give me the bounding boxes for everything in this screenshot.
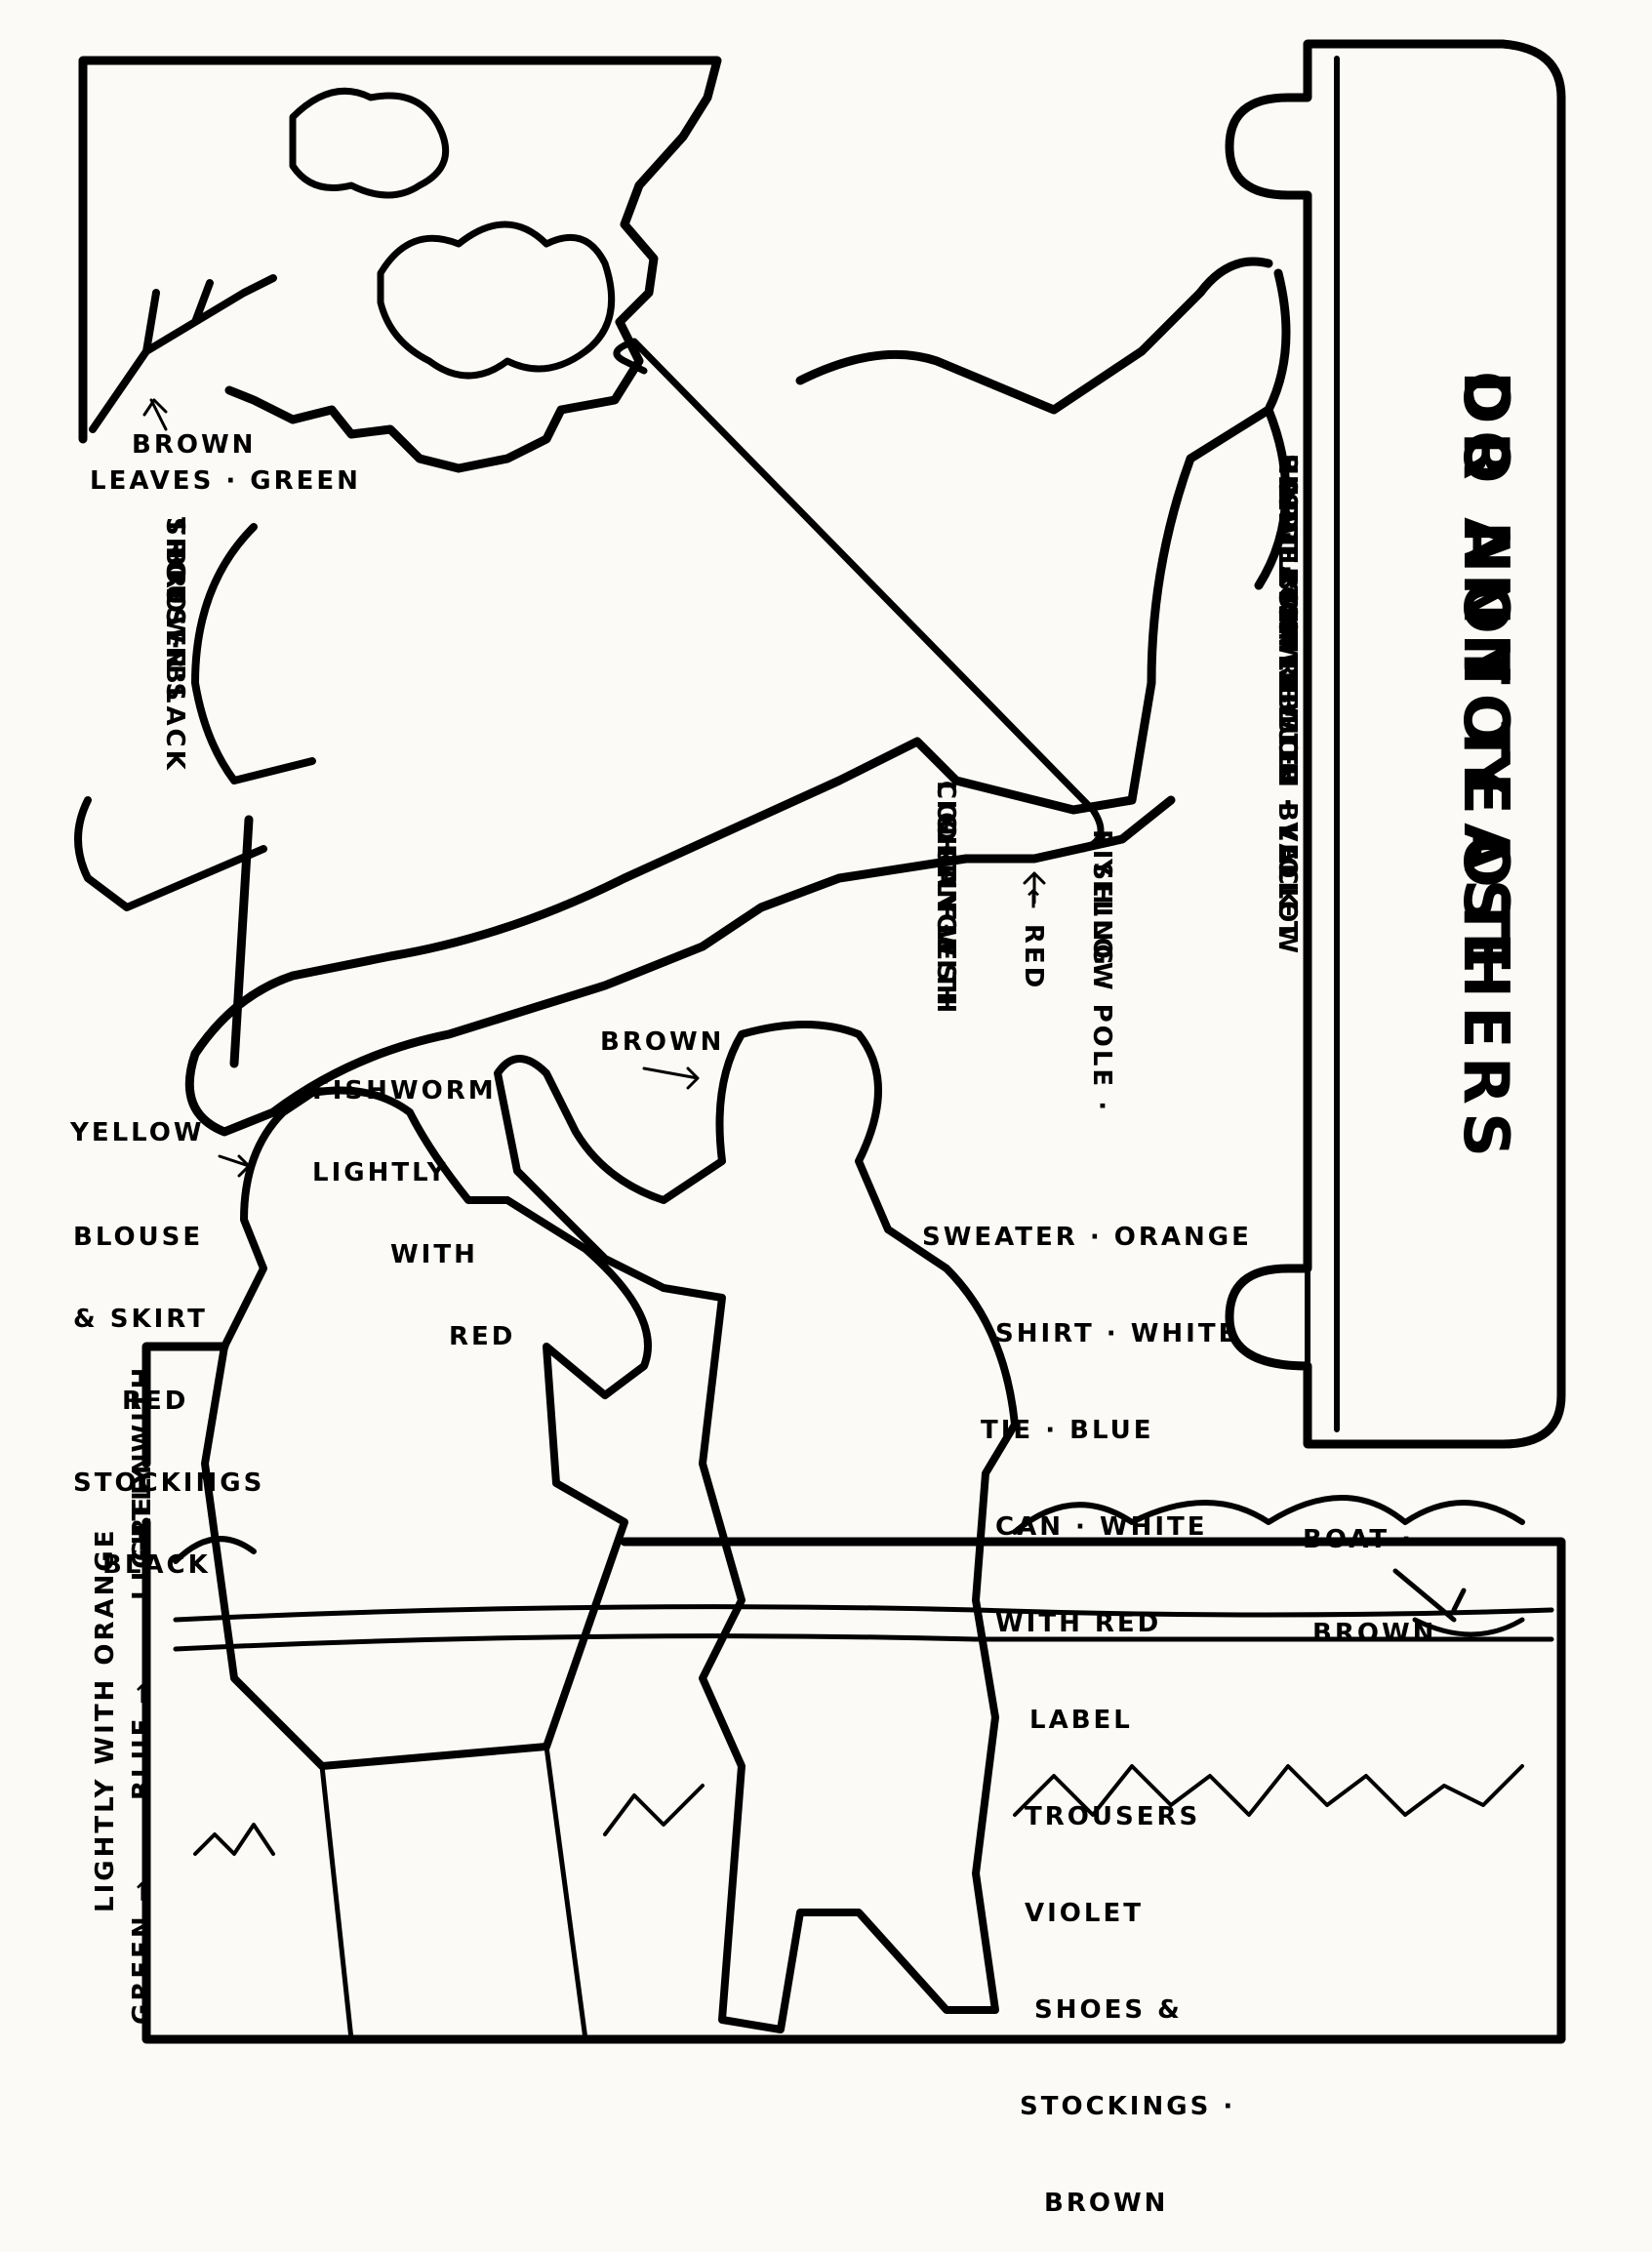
boat-note: BOAT · BROWN [1303, 1462, 1436, 1680]
boy-shoes-3: BROWN [1044, 2189, 1169, 2218]
boy-can-3: LABEL [1029, 1706, 1133, 1735]
boy-hair-note: BROWN [600, 1027, 725, 1057]
side-blue-text: BLUE → [128, 1679, 157, 1800]
fishworm-line-2: LIGHTLY [312, 1158, 449, 1187]
boy-outline [494, 1021, 1019, 2033]
shoreline [173, 1604, 1554, 1652]
tree-branch [89, 274, 277, 433]
flesh-line-3: ORANGE [931, 820, 960, 958]
boy-trousers-1: TROUSERS [1025, 1802, 1201, 1831]
fishworm-line-3: WITH [390, 1240, 478, 1269]
red-note-text: ← RED [1019, 888, 1048, 991]
leaves [377, 221, 616, 380]
grass [193, 1764, 1524, 1856]
boy-clothes-note: SWEATER · ORANGE SHIRT · WHITE TIE · BLU… [922, 1157, 1252, 2252]
boy-can-1: CAN · WHITE [995, 1512, 1208, 1542]
boat-line-2: BROWN [1312, 1619, 1437, 1648]
side-green-light-2: GREEN [128, 1450, 157, 1561]
fishworm-line-1: FISHWORM [312, 1076, 497, 1106]
title-line-2: OR ANNOY OTHERS [1449, 371, 1521, 1166]
side-green-text: GREEN → [128, 1877, 157, 2025]
trousers-man-line-3: SHOES · BLACK [160, 517, 189, 773]
boy-sweater: SWEATER · ORANGE [922, 1223, 1252, 1252]
girl-blouse-line-2: & SKIRT [73, 1305, 208, 1334]
fishing-pole-line-2: YELLOW [1087, 859, 1116, 993]
girl-stockings-line-1: STOCKINGS [73, 1468, 265, 1498]
girl-hair-note: YELLOW [70, 1118, 205, 1147]
coloring-page: DO NOT TEASE OR ANNOY OTHERS BORDER OF R… [70, 39, 1566, 2218]
girl-blouse-line-1: BLOUSE [73, 1223, 204, 1252]
lower-frame [141, 1342, 1566, 2044]
tree-brown-note: BROWN [132, 430, 257, 460]
girl-blouse-line-3: RED [122, 1387, 189, 1416]
boy-tie: TIE · BLUE [981, 1416, 1154, 1445]
boat-line-1: BOAT · [1303, 1525, 1414, 1554]
leaves-note: LEAVES · GREEN [90, 466, 361, 496]
girl-outline [201, 1086, 652, 1770]
side-orange-text: LIGHTLY WITH ORANGE [91, 1527, 120, 1912]
distant-trees [173, 1495, 1525, 1564]
note-sweater: SWEATER · BLUE [1272, 493, 1302, 770]
ribbon-banner [1225, 39, 1566, 1449]
girl-stockings-line-2: BLACK [102, 1550, 211, 1580]
fisherman-outline [184, 257, 1291, 1137]
boy-can-2: WITH RED [995, 1609, 1162, 1638]
boy-shoes-1: SHOES & [1034, 1995, 1183, 2025]
fishworm-line-4: RED [449, 1322, 516, 1351]
fishworm-note: FISHWORM LIGHTLY WITH RED [312, 1023, 515, 1378]
boy-shirt: SHIRT · WHITE [995, 1319, 1239, 1348]
boat [1392, 1568, 1525, 1637]
girl-clothes-note: BLOUSE & SKIRT RED STOCKINGS BLACK [73, 1169, 264, 1606]
line-art [74, 39, 1566, 2044]
boy-shoes-2: STOCKINGS · [1020, 2092, 1236, 2121]
boy-trousers-2: VIOLET [1025, 1899, 1144, 1928]
